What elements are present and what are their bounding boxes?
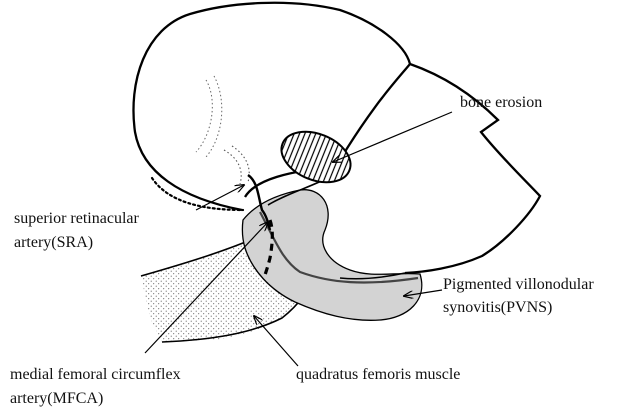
head-dotted-arc-1 bbox=[196, 80, 212, 152]
bone-erosion-label: bone erosion bbox=[460, 92, 542, 113]
mfca-label-line1: medial femoral circumflex bbox=[10, 364, 181, 385]
head-dotted-arc-3 bbox=[224, 150, 241, 184]
pvns-label-line2: synovitis(PVNS) bbox=[443, 297, 552, 318]
sra-label-line1: superior retinacular bbox=[14, 208, 139, 229]
mfca-label-line2: artery(MFCA) bbox=[10, 388, 103, 409]
qfm-label: quadratus femoris muscle bbox=[296, 364, 460, 385]
sra-label-line2: artery(SRA) bbox=[14, 232, 93, 253]
bone-erosion-arrow bbox=[333, 112, 452, 162]
head-neck-dotted-line bbox=[152, 178, 243, 210]
head-dotted-arc-2 bbox=[205, 76, 222, 158]
pvns-label-line1: Pigmented villonodular bbox=[443, 274, 594, 295]
sra-arrow bbox=[196, 185, 244, 210]
head-dotted-arc-4 bbox=[232, 146, 249, 182]
femoral-head-outline bbox=[133, 3, 410, 210]
qfm-arrow bbox=[254, 316, 298, 366]
